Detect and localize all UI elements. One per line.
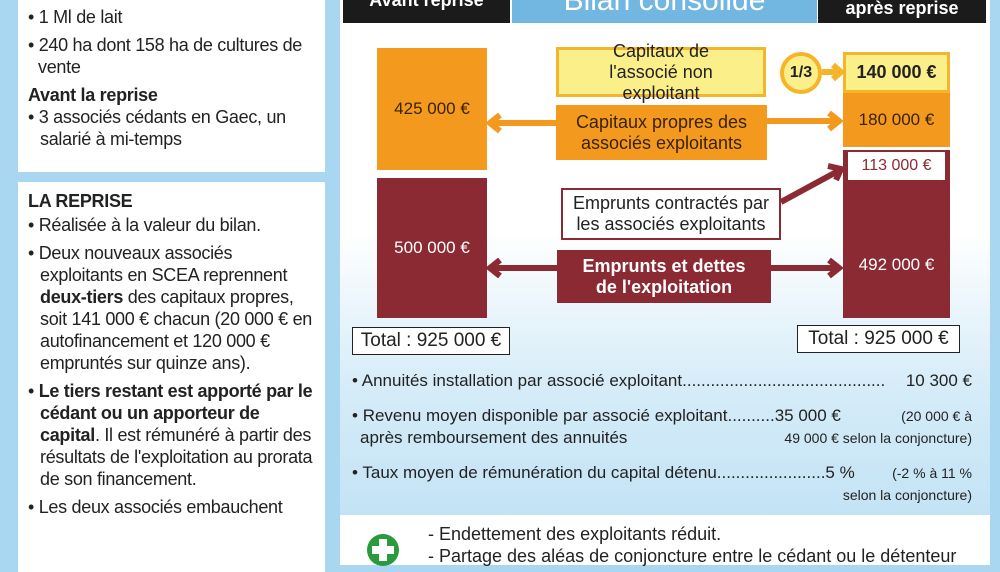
section-title: LA REPRISE <box>28 191 133 211</box>
header-before: Avant reprise <box>343 0 510 23</box>
stat-annuites: • Annuités installation par associé expl… <box>352 371 972 390</box>
plus-icon <box>367 534 399 566</box>
advantages-panel <box>340 515 990 565</box>
label-loans: Emprunts contractés par les associés exp… <box>561 188 781 240</box>
section-title: Avant la reprise <box>28 85 158 105</box>
after-equity-bar: 180 000 € <box>843 93 950 147</box>
bullet-item: • 240 ha dont 158 ha de cultures de vent… <box>28 35 303 77</box>
label-nonop: Capitaux de l'associé non exploitant <box>556 41 766 103</box>
before-debt-bar: 500 000 € <box>377 178 487 318</box>
bullet-item: • Deux nouveaux associés exploitants en … <box>28 243 313 373</box>
before-total: Total : 925 000 € <box>352 327 510 355</box>
farm-info-panel: • 1 Ml de lait • 240 ha dont 158 ha de c… <box>18 0 325 172</box>
reprise-panel: LA REPRISE • Réalisée à la valeur du bil… <box>18 182 325 572</box>
equity-arrow <box>485 110 844 134</box>
advantage-item: - Partage des aléas de conjoncture entre… <box>428 546 957 566</box>
stat-revenu: • Revenu moyen disponible par associé ex… <box>352 406 972 447</box>
label-debt: Emprunts et dettes de l'exploitation <box>557 250 771 303</box>
header-after: après reprise <box>818 0 986 23</box>
before-equity-bar: 425 000 € <box>377 48 487 170</box>
bullet-item: • 1 Ml de lait <box>28 7 123 27</box>
header-title: Bilan consolidé <box>512 0 817 23</box>
bullet-item: • Réalisée à la valeur du bilan. <box>28 215 261 235</box>
after-total: Total : 925 000 € <box>797 325 960 353</box>
bullet-item: • Les deux associés embauchent <box>28 497 283 517</box>
nonop-arrow <box>822 62 846 82</box>
label-equity: Capitaux propres des associés exploitant… <box>556 105 767 160</box>
bullet-item: • Le tiers restant est apporté par le cé… <box>28 381 313 489</box>
after-loans-box: 113 000 € <box>848 152 945 180</box>
fraction-badge: 1/3 <box>780 52 822 94</box>
after-debt-value: 492 000 € <box>858 255 935 274</box>
after-nonop-bar: 140 000 € <box>843 52 950 93</box>
debt-arrow <box>485 163 846 279</box>
bullet-item: • 3 associés cédants en Gaec, un salarié… <box>28 107 286 149</box>
stat-taux: • Taux moyen de rémunération du capital … <box>352 463 972 503</box>
advantage-item: - Endettement des exploitants réduit. <box>428 524 722 544</box>
arrows <box>485 62 846 279</box>
